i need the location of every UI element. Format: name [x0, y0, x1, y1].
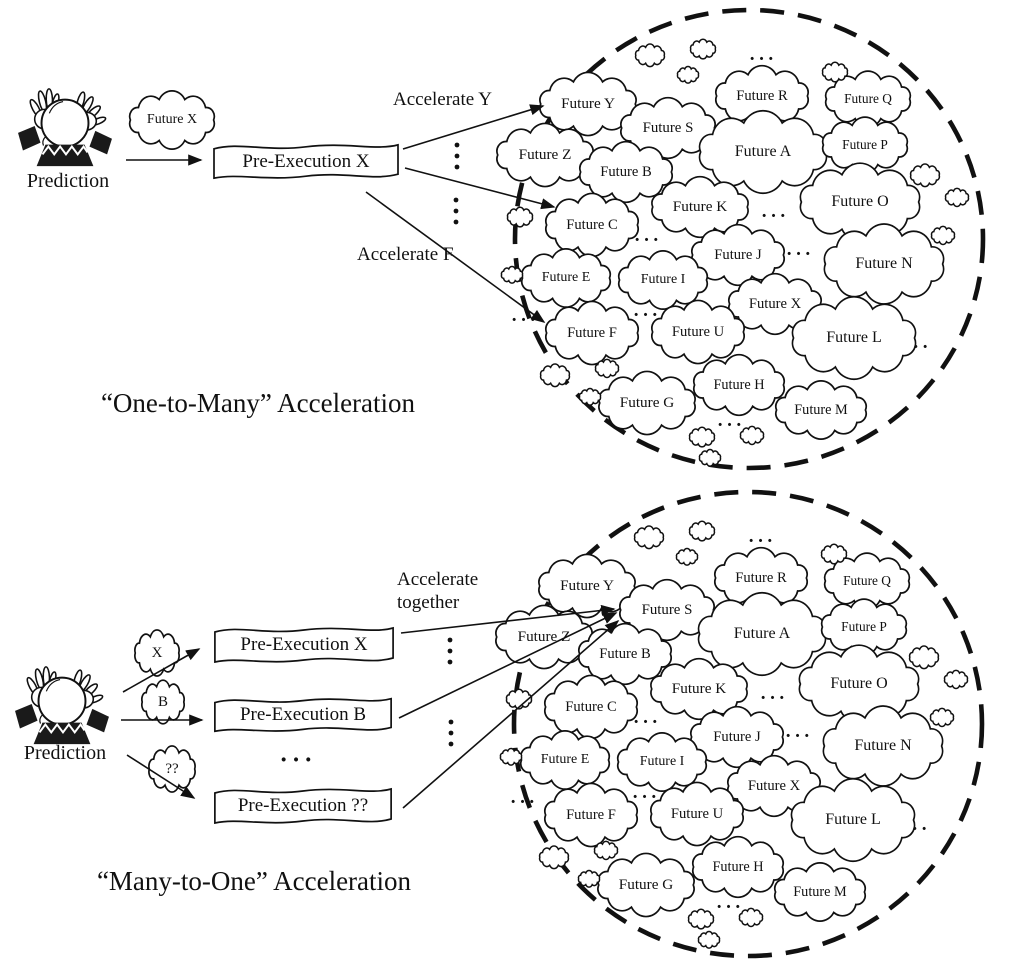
accelerate-together-line1: Accelerate — [397, 569, 479, 590]
pre-execution-x-box-2: Pre-Execution X — [212, 622, 396, 668]
box-label: Pre-Execution X — [242, 150, 370, 172]
cloud-label: B — [157, 693, 168, 710]
prediction-label-bottom: Prediction — [23, 742, 107, 764]
box-label: Pre-Execution ?? — [237, 795, 369, 816]
future-x-input-cloud: Future X — [128, 96, 216, 144]
pre-execution-b-box: Pre-Execution B — [212, 693, 394, 737]
caption-many-to-one: “Many-to-One” Acceleration — [96, 866, 412, 896]
crystal-ball-icon — [14, 665, 110, 746]
boxes-ellipsis: ··· — [279, 747, 317, 774]
box-label: Pre-Execution B — [239, 704, 367, 725]
accelerate-together-line2: together — [397, 592, 460, 613]
accelerate-y-label: Accelerate Y — [393, 89, 492, 110]
cloud-label: Future X — [146, 112, 198, 127]
box-label: Pre-Execution X — [240, 634, 368, 655]
pre-execution-x-box: Pre-Execution X — [211, 139, 401, 184]
pre-execution-qq-box: Pre-Execution ?? — [212, 783, 394, 829]
prediction-label-top: Prediction — [26, 170, 110, 192]
accelerate-f-label: Accelerate F — [357, 244, 454, 265]
crystal-ball-icon — [17, 87, 113, 168]
accelerate-together-label: Accelerate together — [397, 568, 478, 614]
caption-one-to-many: “One-to-Many” Acceleration — [100, 388, 416, 418]
